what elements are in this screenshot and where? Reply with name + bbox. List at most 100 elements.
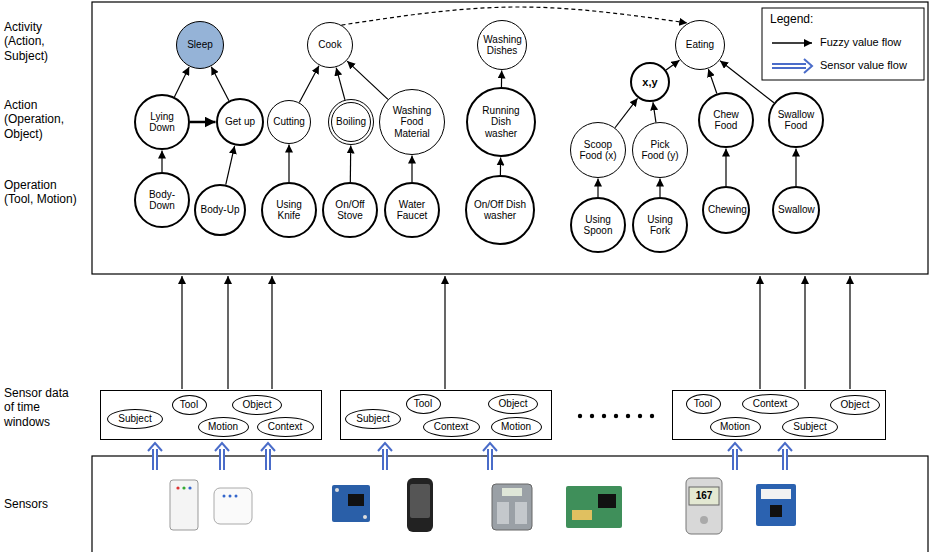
fuzzy-flow-arrow xyxy=(666,60,679,70)
circuit-board-sensor xyxy=(566,486,622,528)
sensors-panel xyxy=(92,456,928,552)
node-text: Using Spoon xyxy=(577,214,619,236)
window-flow-arrow xyxy=(444,276,445,389)
sensor-value-arrow xyxy=(489,449,491,471)
time-window-box: SubjectToolMotionObjectContext xyxy=(100,390,322,440)
fuzzy-flow-arrow xyxy=(708,69,716,93)
node-text: Lying Down xyxy=(141,111,183,133)
concept-circle: On/Off Dish washer xyxy=(465,175,535,245)
glucometer-display xyxy=(689,487,719,505)
continuation-dot xyxy=(638,414,642,418)
fuzzy-flow-arrow xyxy=(795,149,796,187)
node-text: Using Fork xyxy=(639,214,681,236)
node-text: Body-Up xyxy=(201,204,240,215)
weight-scale-device xyxy=(492,484,532,530)
node-text: Chew Food xyxy=(705,109,747,131)
legend-sensor-sample xyxy=(804,59,812,73)
node-text: Subject xyxy=(118,413,151,424)
concept-circle: Water Faucet xyxy=(384,182,440,238)
concept-circle: Chew Food xyxy=(698,92,754,148)
fuzzy-flow-arrow xyxy=(174,67,189,97)
device-led xyxy=(188,486,191,489)
legend-entry: Fuzzy value flow xyxy=(820,36,901,49)
circuit-board-sensor xyxy=(566,486,622,528)
layer-label: Sensors xyxy=(4,497,78,511)
concept-circle: Lying Down xyxy=(134,94,190,150)
sensor-value-arrow xyxy=(483,443,497,451)
node-text: Water Faucet xyxy=(391,199,433,221)
scale-display xyxy=(502,488,522,496)
node-text: Washing Dishes xyxy=(483,34,521,56)
node-text: Context xyxy=(434,421,468,432)
device-led xyxy=(176,486,179,489)
sensor-data-ellipse: Context xyxy=(423,417,480,437)
sensor-data-ellipse: Context xyxy=(742,394,799,414)
window-flow-arrow xyxy=(849,276,850,389)
node-text: On/Off Dish washer xyxy=(474,199,527,221)
window-flow-arrow xyxy=(759,276,760,389)
node-text: Chewing xyxy=(708,204,744,215)
node-text: Scoop Food (x) xyxy=(577,139,619,161)
legend-entry: Sensor value flow xyxy=(820,59,907,72)
glucometer-device xyxy=(686,478,722,534)
sensor-value-arrow xyxy=(219,449,225,470)
motion-sensor-device xyxy=(214,488,252,524)
concept-circle: Swallow Food xyxy=(768,92,824,148)
sensor-data-ellipse: Motion xyxy=(491,417,542,437)
sensor-value-arrow xyxy=(483,443,497,471)
window-flow-arrow xyxy=(181,276,182,389)
sensor-value-arrow xyxy=(215,443,229,451)
sensor-value-arrow xyxy=(152,449,158,470)
device-led xyxy=(229,495,232,498)
node-text: Washing Food Material xyxy=(387,105,437,139)
node-text: Get up xyxy=(225,116,255,127)
wearable-sensor-device xyxy=(170,480,198,530)
sensor-data-ellipse: Tool xyxy=(406,394,441,414)
light-sensor-board xyxy=(756,484,796,526)
board-component xyxy=(598,494,616,508)
sensor-data-ellipse: Context xyxy=(257,417,314,437)
fuzzy-flow-arrow xyxy=(211,67,229,101)
concept-circle: Washing Dishes xyxy=(477,20,527,70)
continuation-dot xyxy=(626,414,630,418)
sensor-data-ellipse: Object xyxy=(830,395,880,415)
fuzzy-flow-arrow xyxy=(411,156,412,183)
continuation-dot xyxy=(650,414,654,418)
fuzzy-flow-arrow xyxy=(500,157,501,175)
sensor-value-arrow xyxy=(732,449,738,470)
board-hole xyxy=(335,488,339,492)
node-text: Motion xyxy=(208,421,238,432)
concept-circle: On/Off Stove xyxy=(322,182,378,238)
wearable-sensor-device xyxy=(170,480,198,530)
node-text: Sleep xyxy=(187,39,213,50)
sensor-data-ellipse: Motion xyxy=(710,417,761,437)
sensor-value-arrow xyxy=(734,449,736,471)
concept-circle: Boiling xyxy=(328,99,374,145)
sensor-data-ellipse: Subject xyxy=(345,409,401,429)
light-sensor-board xyxy=(756,484,796,526)
sensor-value-arrow xyxy=(784,449,786,471)
concept-circle: Eating xyxy=(675,20,725,70)
node-text: Using Knife xyxy=(268,199,310,221)
node-text: Motion xyxy=(501,421,531,432)
sensor-value-arrow xyxy=(378,443,392,451)
continuation-dot xyxy=(590,414,594,418)
sensor-value-arrow xyxy=(265,449,271,470)
sensor-value-arrow xyxy=(148,443,162,451)
fuzzy-flow-arrow xyxy=(725,149,726,187)
motion-sensor-device xyxy=(214,488,252,524)
sensor-data-ellipse: Tool xyxy=(172,395,207,415)
layer-label: Operation (Tool, Motion) xyxy=(4,178,78,207)
fuzzy-flow-arrow xyxy=(615,98,638,127)
sensor-value-arrow xyxy=(778,443,792,471)
fuzzy-flow-arrow xyxy=(597,179,598,198)
sensor-value-arrow xyxy=(154,449,156,471)
node-text: Cutting xyxy=(273,116,305,127)
fuzzy-flow-arrow xyxy=(226,146,235,185)
concept-circle: Running Dish washer xyxy=(466,87,536,157)
window-flow-arrow xyxy=(271,276,272,389)
sensor-data-ellipse: Tool xyxy=(686,394,721,414)
hierarchy-frame xyxy=(92,2,928,274)
